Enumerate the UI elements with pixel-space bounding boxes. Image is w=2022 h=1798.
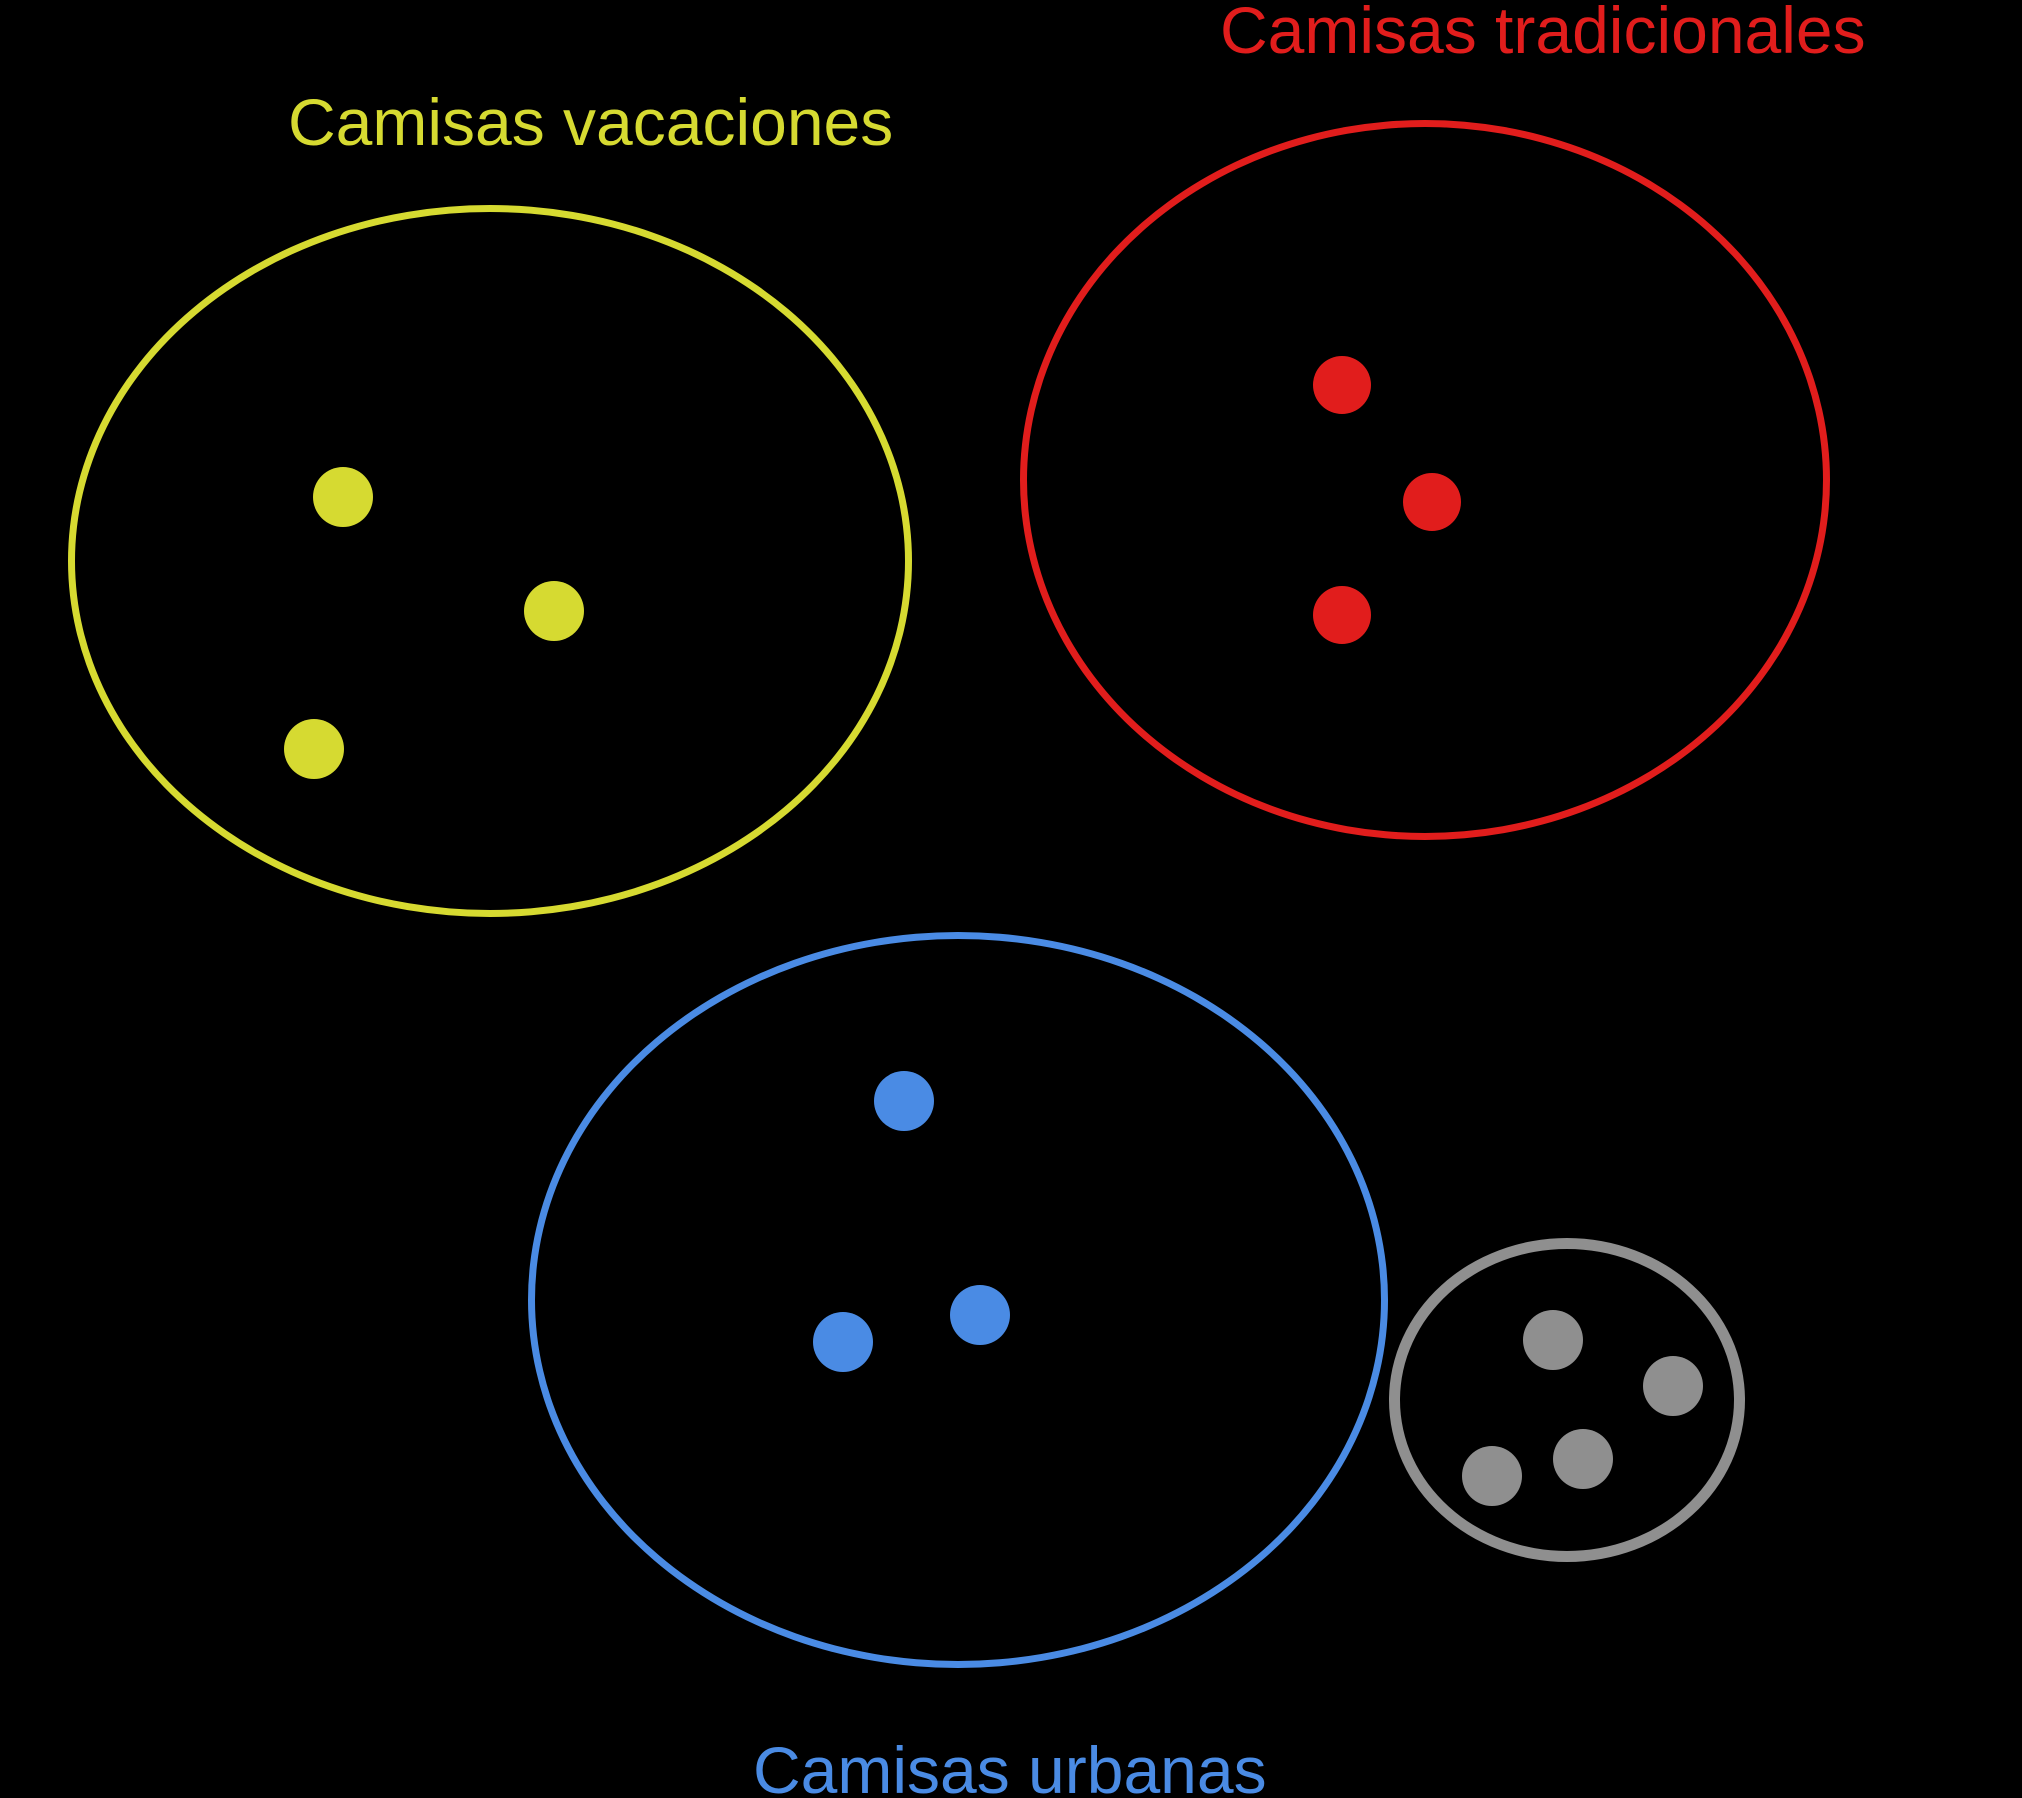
set-dot-camisas-urbanas-2 <box>813 1312 873 1372</box>
set-dot-unlabeled-gray-set-4 <box>1462 1446 1522 1506</box>
set-dot-unlabeled-gray-set-3 <box>1553 1429 1613 1489</box>
set-ellipse-camisas-vacaciones <box>68 205 912 917</box>
set-dot-camisas-vacaciones-2 <box>524 581 584 641</box>
set-dot-unlabeled-gray-set-1 <box>1523 1310 1583 1370</box>
set-label-camisas-vacaciones: Camisas vacaciones <box>288 85 894 159</box>
set-dot-unlabeled-gray-set-2 <box>1643 1356 1703 1416</box>
set-dot-camisas-tradicionales-1 <box>1313 356 1371 414</box>
set-ellipse-camisas-urbanas <box>528 932 1388 1668</box>
set-dot-camisas-urbanas-3 <box>950 1285 1010 1345</box>
set-ellipse-unlabeled-gray-set <box>1389 1238 1745 1562</box>
set-dot-camisas-urbanas-1 <box>874 1071 934 1131</box>
set-dot-camisas-vacaciones-3 <box>284 719 344 779</box>
set-label-camisas-tradicionales: Camisas tradicionales <box>1220 0 1866 67</box>
set-dot-camisas-tradicionales-2 <box>1403 473 1461 531</box>
set-dot-camisas-vacaciones-1 <box>313 467 373 527</box>
set-ellipse-camisas-tradicionales <box>1020 120 1830 840</box>
set-dot-camisas-tradicionales-3 <box>1313 586 1371 644</box>
set-label-camisas-urbanas: Camisas urbanas <box>753 1733 1267 1798</box>
